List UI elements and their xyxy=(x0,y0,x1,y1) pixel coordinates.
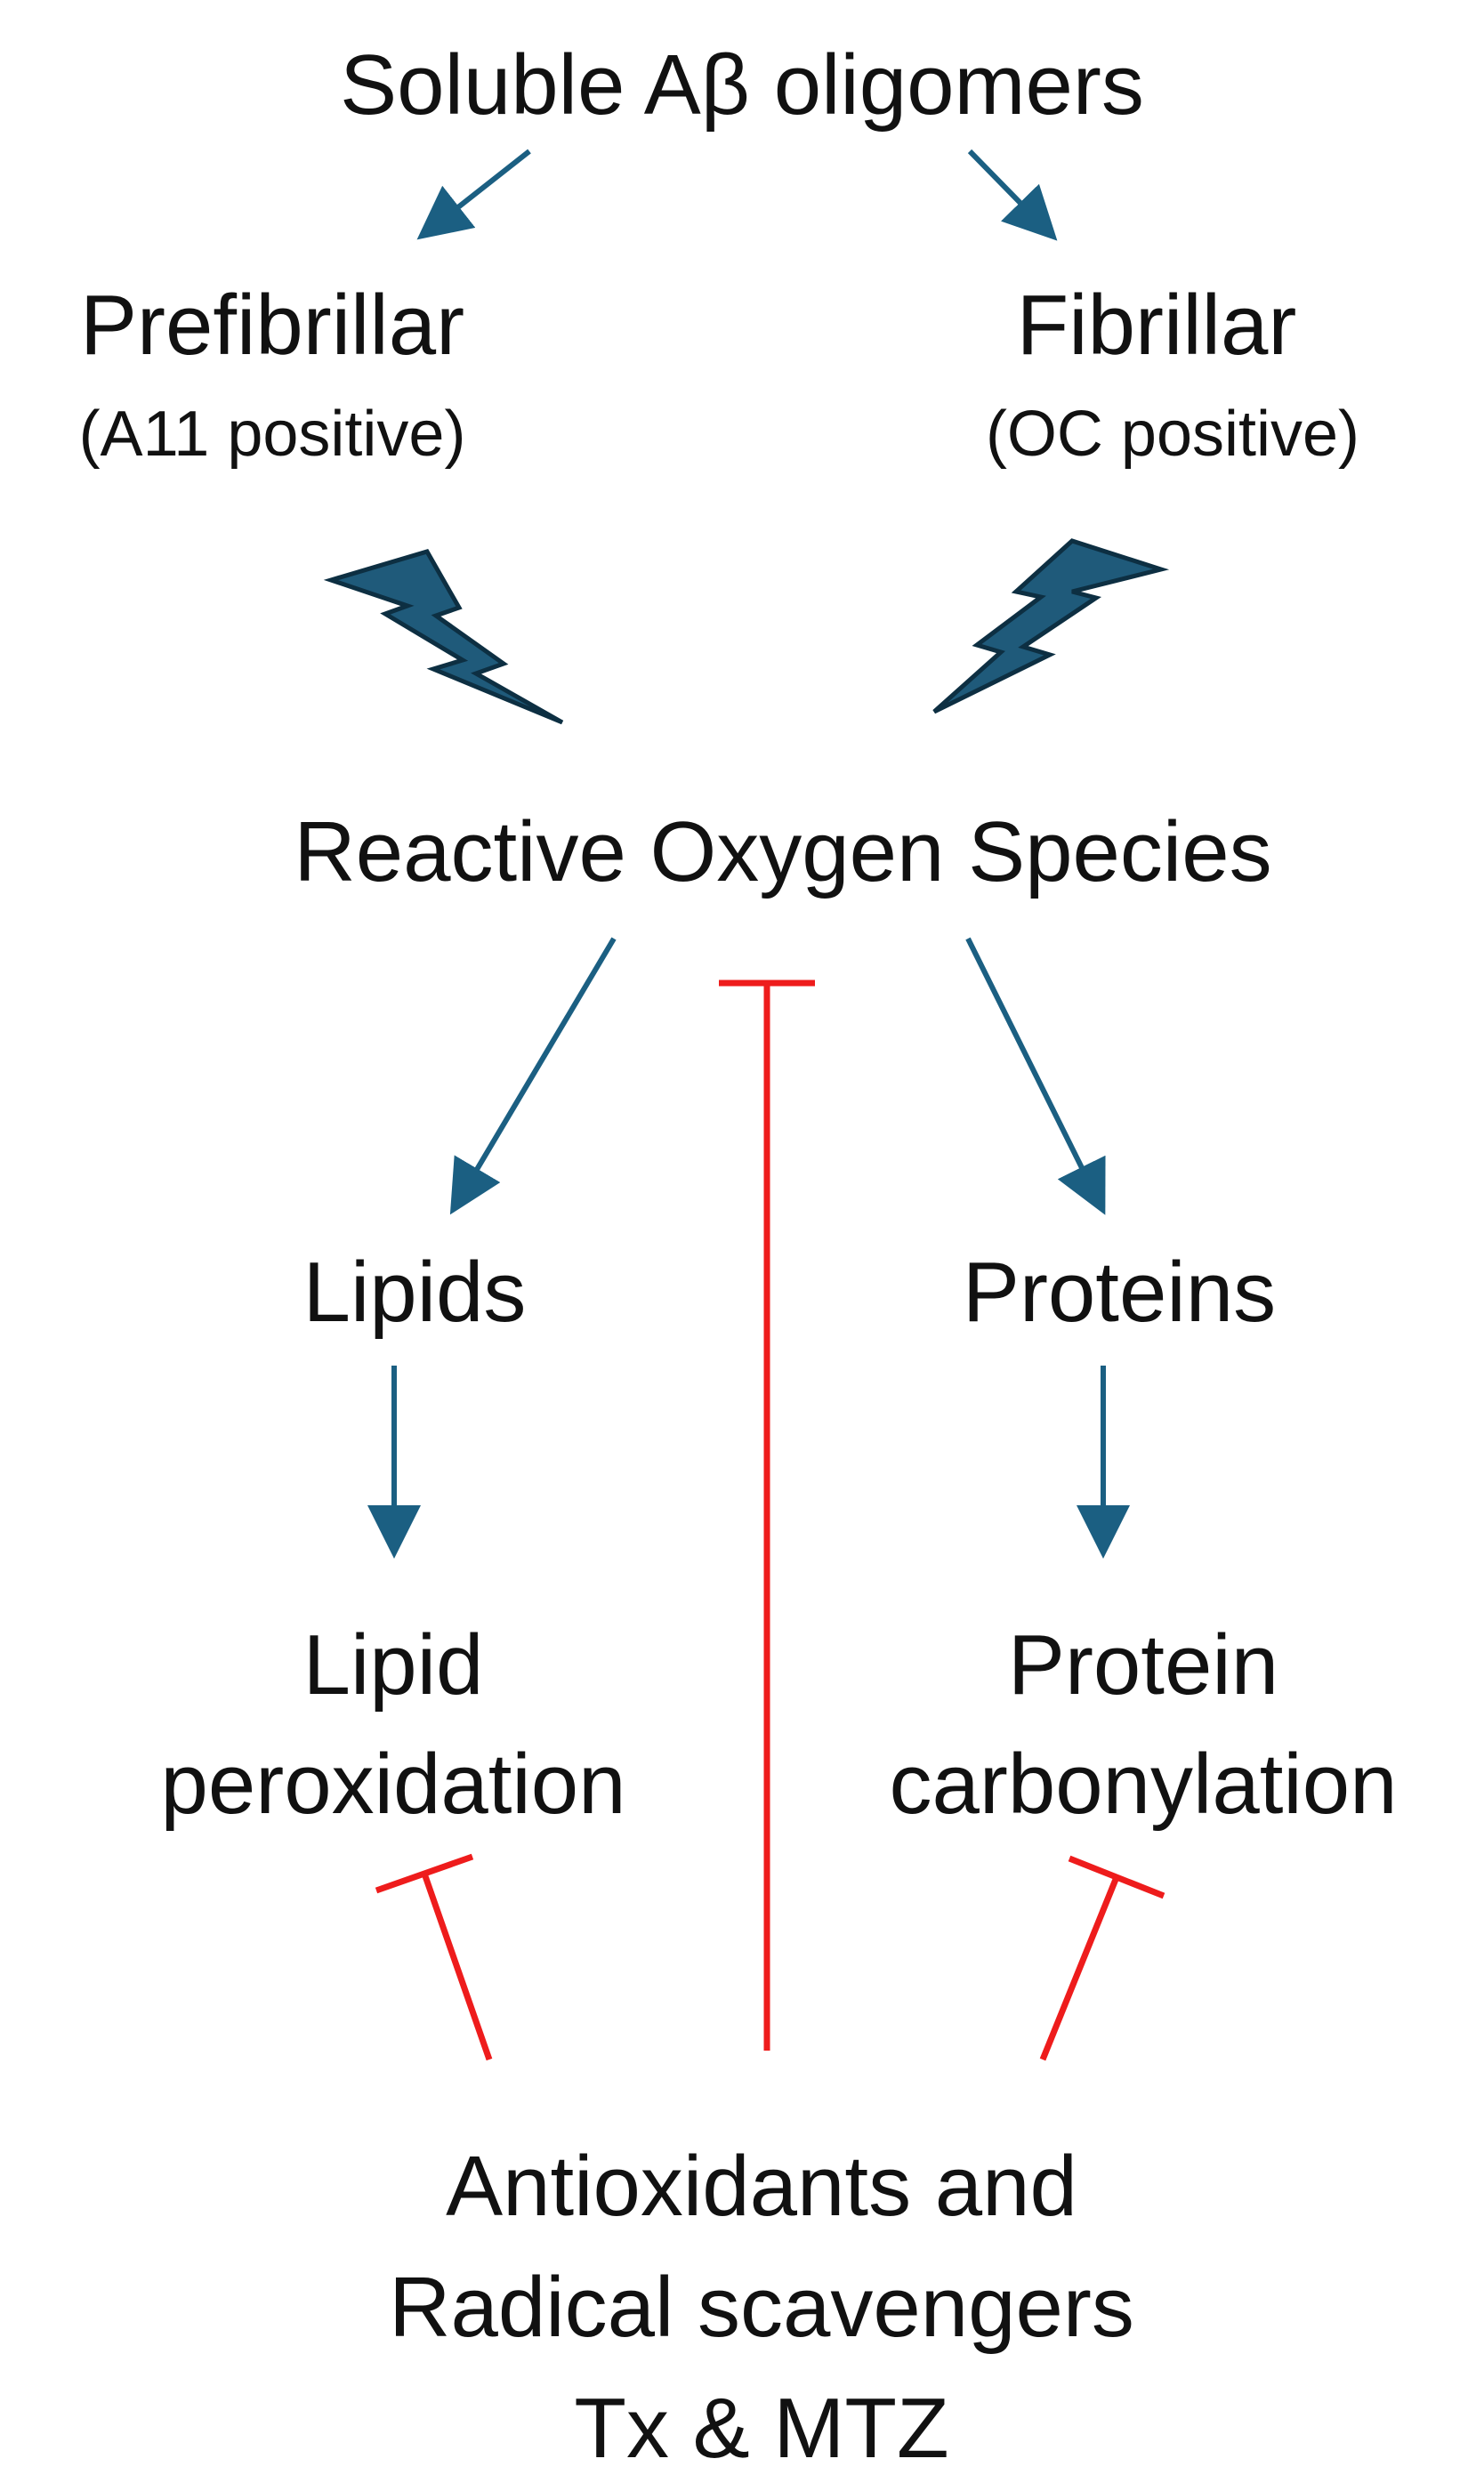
lipid-peroxidation-line1: Lipid xyxy=(302,1617,484,1713)
inhibition-treatment-to-lipid-peroxidation xyxy=(375,1853,493,2061)
node-prefibrillar: Prefibrillar xyxy=(79,278,465,373)
arrow-ros-to-proteins xyxy=(965,937,1106,1215)
inhibition-treatment-to-protein-carbonylation xyxy=(1039,1855,1165,2061)
node-protein-carbonylation: Protein carbonylation xyxy=(889,1606,1397,1844)
inhibition-treatment-to-ros xyxy=(719,979,815,2051)
lightning-bolt-icon xyxy=(932,538,1170,714)
treatment-line2: Radical scavengers xyxy=(389,2260,1134,2355)
node-prefibrillar-note: (A11 positive) xyxy=(78,399,466,470)
treatment-line1: Antioxidants and xyxy=(446,2139,1077,2234)
arrow-ros-to-lipids xyxy=(449,937,617,1215)
node-proteins: Proteins xyxy=(962,1245,1277,1340)
lightning-bolt-icon xyxy=(323,549,564,725)
arrow-source-to-prefibrillar xyxy=(416,149,531,240)
node-antioxidants-treatment: Antioxidants and Radical scavengers Tx &… xyxy=(389,2126,1134,2489)
treatment-line3: Tx & MTZ xyxy=(574,2381,949,2476)
node-fibrillar: Fibrillar xyxy=(1016,278,1297,373)
node-soluble-oligomers: Soluble Aβ oligomers xyxy=(340,37,1144,133)
node-reactive-oxygen-species: Reactive Oxygen Species xyxy=(294,804,1272,899)
node-fibrillar-note: (OC positive) xyxy=(985,399,1360,470)
node-lipids: Lipids xyxy=(302,1245,527,1340)
protein-carbonylation-line2: carbonylation xyxy=(889,1737,1398,1832)
protein-carbonylation-line1: Protein xyxy=(1007,1617,1279,1713)
arrow-source-to-fibrillar xyxy=(967,149,1058,241)
node-lipid-peroxidation: Lipid peroxidation xyxy=(160,1606,625,1844)
lipid-peroxidation-line2: peroxidation xyxy=(160,1737,626,1832)
